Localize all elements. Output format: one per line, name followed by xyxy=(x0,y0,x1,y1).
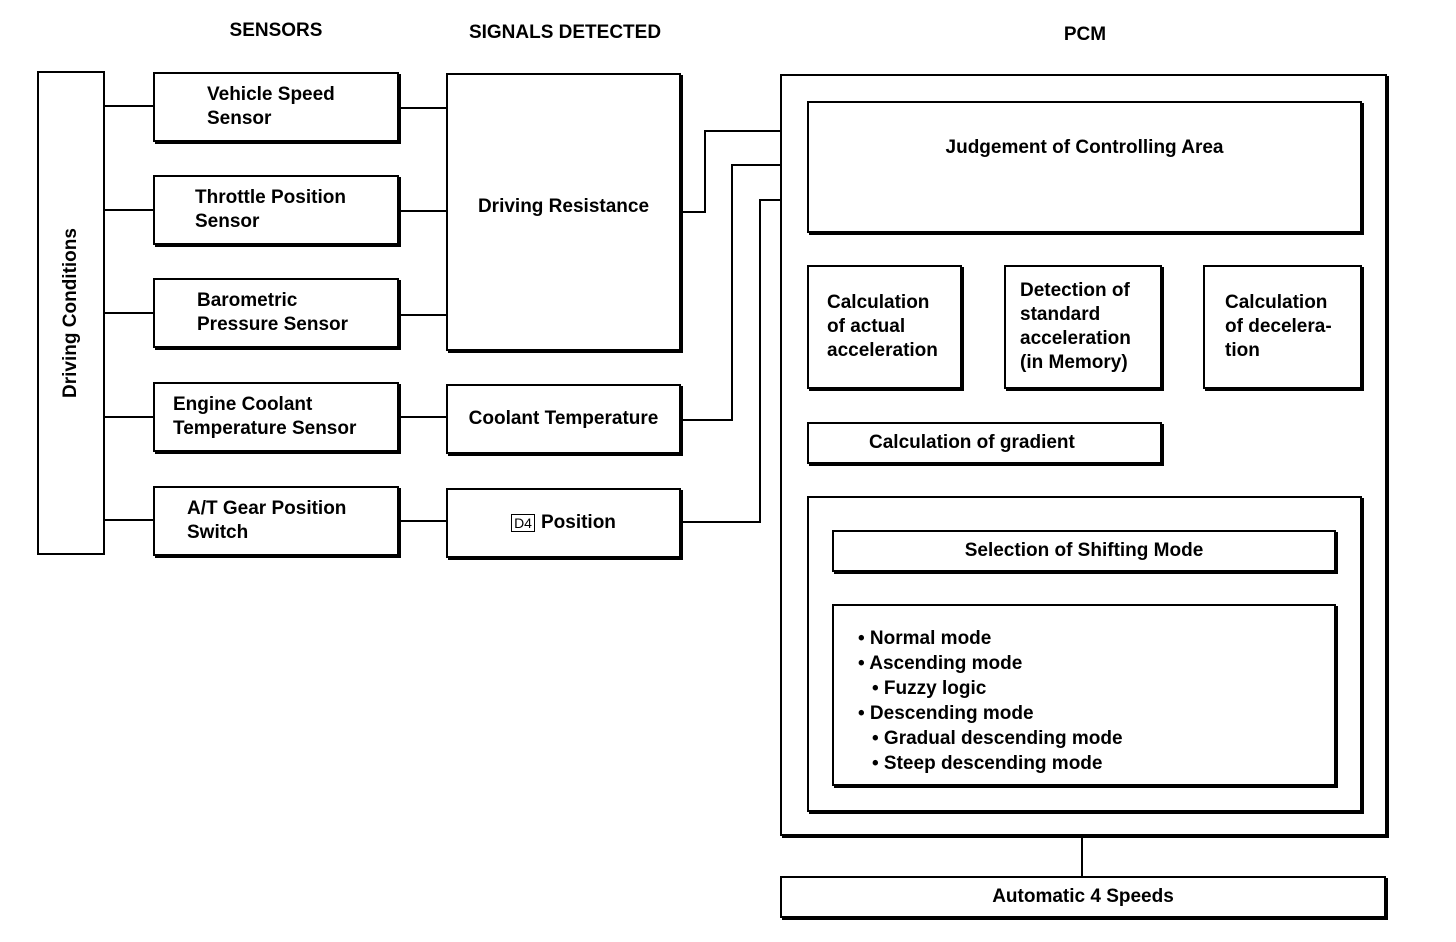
box-text-line: Detection of xyxy=(1020,280,1130,301)
mode-item-descending: • Descending mode xyxy=(858,703,1034,724)
coolant-temperature-box: Coolant Temperature xyxy=(446,384,681,454)
box-text-line: tion xyxy=(1225,340,1260,361)
mode-item-ascending: • Ascending mode xyxy=(858,653,1023,674)
box-text-line: acceleration xyxy=(1020,328,1131,349)
vehicle-speed-sensor-box: Vehicle Speed Sensor xyxy=(153,72,399,142)
sensor-label-line2: Sensor xyxy=(207,108,272,129)
sensor-label-line2: Pressure Sensor xyxy=(197,314,349,335)
automatic-4-speeds-label: Automatic 4 Speeds xyxy=(992,886,1174,907)
calc-actual-acceleration-box: Calculation of actual acceleration xyxy=(807,265,962,389)
box-text-line: of decelera- xyxy=(1225,316,1332,337)
sensors-header: SENSORS xyxy=(229,20,323,41)
box-text-line: of actual xyxy=(827,316,906,337)
judgement-label: Judgement of Controlling Area xyxy=(945,137,1224,158)
sensor-label-line1: Throttle Position xyxy=(195,187,346,208)
position-label: Position xyxy=(540,512,616,533)
sensor-label-line1: Vehicle Speed xyxy=(207,84,335,105)
coolant-temperature-label: Coolant Temperature xyxy=(468,408,659,429)
driving-resistance-label: Driving Resistance xyxy=(477,196,650,217)
sensor-label-line2: Switch xyxy=(187,522,249,543)
throttle-position-sensor-box: Throttle Position Sensor xyxy=(153,175,399,245)
modes-list: • Normal mode • Ascending mode • Fuzzy l… xyxy=(858,626,1334,776)
box-text-line: Calculation xyxy=(827,292,930,313)
sensor-label-line1: Barometric xyxy=(197,290,298,311)
sensor-label-line2: Sensor xyxy=(195,211,260,232)
selection-shifting-mode-label: Selection of Shifting Mode xyxy=(964,540,1204,561)
box-text-line: (in Memory) xyxy=(1020,352,1128,373)
sensor-label-line1: A/T Gear Position xyxy=(187,498,347,519)
d4-position-box: D4 Position xyxy=(446,488,681,558)
mode-item-steep-descending: • Steep descending mode xyxy=(872,753,1103,774)
driving-conditions-box: Driving Conditions xyxy=(37,71,105,555)
pcm-header: PCM xyxy=(1063,24,1107,45)
engine-coolant-temperature-sensor-box: Engine Coolant Temperature Sensor xyxy=(153,382,399,452)
mode-item-gradual-descending: • Gradual descending mode xyxy=(872,728,1123,749)
d4-symbol: D4 xyxy=(511,514,535,532)
automatic-4-speeds-box: Automatic 4 Speeds xyxy=(780,876,1386,918)
calc-gradient-label: Calculation of gradient xyxy=(869,432,1075,453)
judgement-box: Judgement of Controlling Area xyxy=(807,101,1362,233)
detection-standard-acceleration-box: Detection of standard acceleration (in M… xyxy=(1004,265,1162,389)
sensor-label-line2: Temperature Sensor xyxy=(173,418,357,439)
selection-shifting-mode-box: Selection of Shifting Mode xyxy=(832,530,1336,572)
mode-item-fuzzy-logic: • Fuzzy logic xyxy=(872,678,987,699)
sensor-label-line1: Engine Coolant xyxy=(173,394,313,415)
mode-item-normal: • Normal mode xyxy=(858,628,992,649)
signals-detected-header: SIGNALS DETECTED xyxy=(468,22,662,43)
box-text-line: acceleration xyxy=(827,340,938,361)
box-text-line: Calculation xyxy=(1225,292,1328,313)
box-text-line: standard xyxy=(1020,304,1101,325)
calc-gradient-box: Calculation of gradient xyxy=(807,422,1162,464)
modes-list-box: • Normal mode • Ascending mode • Fuzzy l… xyxy=(832,604,1336,786)
driving-resistance-box: Driving Resistance xyxy=(446,73,681,351)
at-gear-position-switch-box: A/T Gear Position Switch xyxy=(153,486,399,556)
driving-conditions-label: Driving Conditions xyxy=(60,228,81,398)
barometric-pressure-sensor-box: Barometric Pressure Sensor xyxy=(153,278,399,348)
calc-deceleration-box: Calculation of decelera- tion xyxy=(1203,265,1362,389)
